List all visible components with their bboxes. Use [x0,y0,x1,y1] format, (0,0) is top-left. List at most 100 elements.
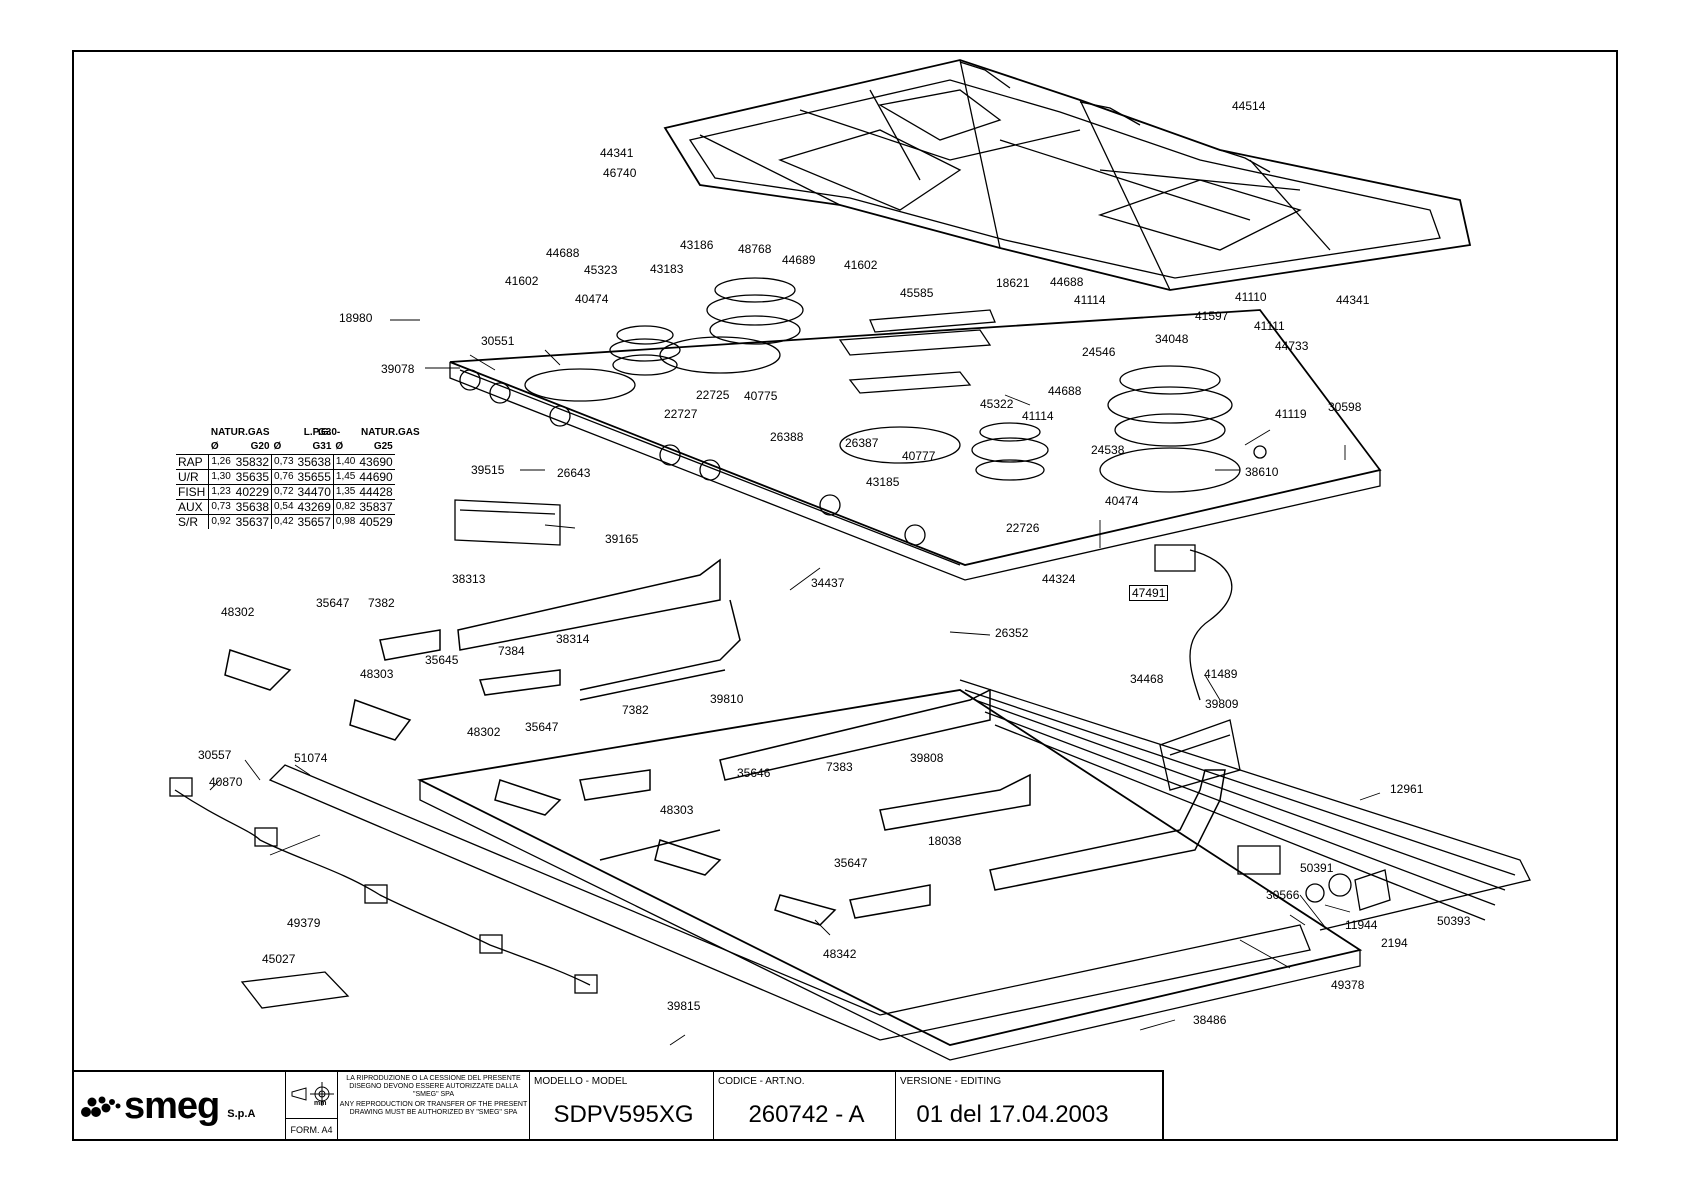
part-label: 12961 [1390,782,1424,796]
part-label: 40777 [902,449,936,463]
part-label: 41489 [1204,667,1238,681]
control-strip [454,499,561,546]
table-cell: 35832 [233,454,273,470]
part-label: 40775 [744,389,778,403]
part-label: 48302 [467,725,501,739]
part-label: 39809 [1205,697,1239,711]
part-label: 39808 [910,751,944,765]
part-label: 43183 [650,262,684,276]
part-label: 43186 [680,238,714,252]
part-label: 30598 [1328,400,1362,414]
code-value: 260742 - A [748,1101,865,1128]
part-label: 45585 [900,286,934,300]
table-cell: 0,98 [333,514,358,529]
table-row: RAP 1,26 35832 0,73 35638 1,40 43690 [176,454,395,470]
table-cell: 35638 [233,499,273,515]
part-label: 39810 [710,692,744,706]
version-value: 01 del 17.04.2003 [916,1101,1109,1128]
model-label: MODELLO - MODEL [534,1076,628,1087]
part-label: 48303 [360,667,394,681]
part-label: 34468 [1130,672,1164,686]
part-label: 18980 [339,311,373,325]
burner-name: RAP [176,454,210,470]
table-subheader: Ø [335,441,344,452]
injector-table: NATUR.GAS L.P.G. NATUR.GAS Ø G20 Ø G31 Ø… [176,426,395,529]
part-label: 35647 [834,856,868,870]
part-label: 39815 [667,999,701,1013]
code-label: CODICE - ART.NO. [718,1076,805,1087]
table-row: FISH 1,23 40229 0,72 34470 1,35 44428 [176,484,395,500]
part-label: 40870 [209,775,243,789]
part-label: 44689 [782,253,816,267]
part-label: 44514 [1232,99,1266,113]
gas-pipes [224,558,1226,926]
part-label: 41110 [1235,290,1267,304]
burner-name: U/R [176,469,210,485]
form-label: FORM. A4 [286,1118,337,1141]
part-label: 38486 [1193,1013,1227,1027]
part-label: 41119 [1275,407,1307,421]
table-cell: 40529 [357,514,395,529]
part-label: 26388 [770,430,804,444]
part-label: 44688 [546,246,580,260]
unit-label: mm [314,1100,327,1107]
part-label: 2194 [1381,936,1408,950]
table-cell: 1,35 [333,484,358,500]
part-label: 34437 [811,576,845,590]
table-cell: 35657 [295,514,334,529]
part-label: 22726 [1006,521,1040,535]
title-block: smeg S.p.A mm FORM. A4 LA RIPRODUZIONE O… [72,1070,1164,1141]
legal-notice: LA RIPRODUZIONE O LA CESSIONE DEL PRESEN… [338,1072,530,1141]
table-cell: 44690 [357,469,395,485]
burners [609,277,1233,481]
bottom-tray [268,679,1531,1061]
logo: smeg [124,1085,220,1127]
part-label: 26352 [995,626,1029,640]
model-cell: MODELLO - MODEL SDPV595XG [530,1072,714,1141]
table-cell: 1,40 [333,454,358,470]
table-header-row: NATUR.GAS L.P.G. NATUR.GAS [176,426,395,440]
table-subheader: G25 [373,441,393,452]
table-cell: 1,26 [208,454,234,470]
table-cell: 34470 [295,484,334,500]
part-label: 45027 [262,952,296,966]
table-cell: 43690 [357,454,395,470]
part-label: 30557 [198,748,232,762]
burner-name: AUX [176,499,210,515]
part-label: 43185 [866,475,900,489]
part-label: 35647 [525,720,559,734]
table-subheader: G31 [312,441,332,452]
table-cell: 35837 [357,499,395,515]
table-row: U/R 1,30 35635 0,76 35655 1,45 44690 [176,469,395,485]
part-label: 39165 [605,532,639,546]
smeg-dots-icon [81,1096,121,1117]
table-cell: 43269 [295,499,334,515]
part-label: 49378 [1331,978,1365,992]
legal-notice-en: ANY REPRODUCTION OR TRANSFER OF THE PRES… [339,1101,528,1116]
table-cell: 1,45 [333,469,358,485]
table-cell: 0,82 [333,499,358,515]
table-row: AUX 0,73 35638 0,54 43269 0,82 35837 [176,499,395,515]
part-label: 48342 [823,947,857,961]
table-cell: 0,73 [271,454,296,470]
part-label: 50393 [1437,914,1471,928]
table-cell: 35638 [295,454,334,470]
part-label: 41597 [1195,309,1229,323]
part-label: 44324 [1042,572,1076,586]
part-label: 44688 [1048,384,1082,398]
part-label: 35645 [425,653,459,667]
part-label: 7383 [826,760,853,774]
table-row: S/R 0,92 35637 0,42 35657 0,98 40529 [176,514,395,529]
table-subheader: Ø [210,441,219,452]
table-cell: 1,23 [208,484,234,500]
part-label: 38314 [556,632,590,646]
drawing-frame [72,50,1618,1141]
table-header: NATUR.GAS [210,427,270,438]
part-label: 24538 [1091,443,1125,457]
table-cell: 0,73 [208,499,234,515]
version-cell: VERSIONE - EDITING 01 del 17.04.2003 [896,1072,1125,1141]
table-subheader-row: Ø G20 Ø G31 Ø G25 [176,440,395,455]
logo-sub: S.p.A [227,1107,256,1120]
table-subheader: G20 [250,441,270,452]
gas-inlet-fittings [1237,845,1391,911]
